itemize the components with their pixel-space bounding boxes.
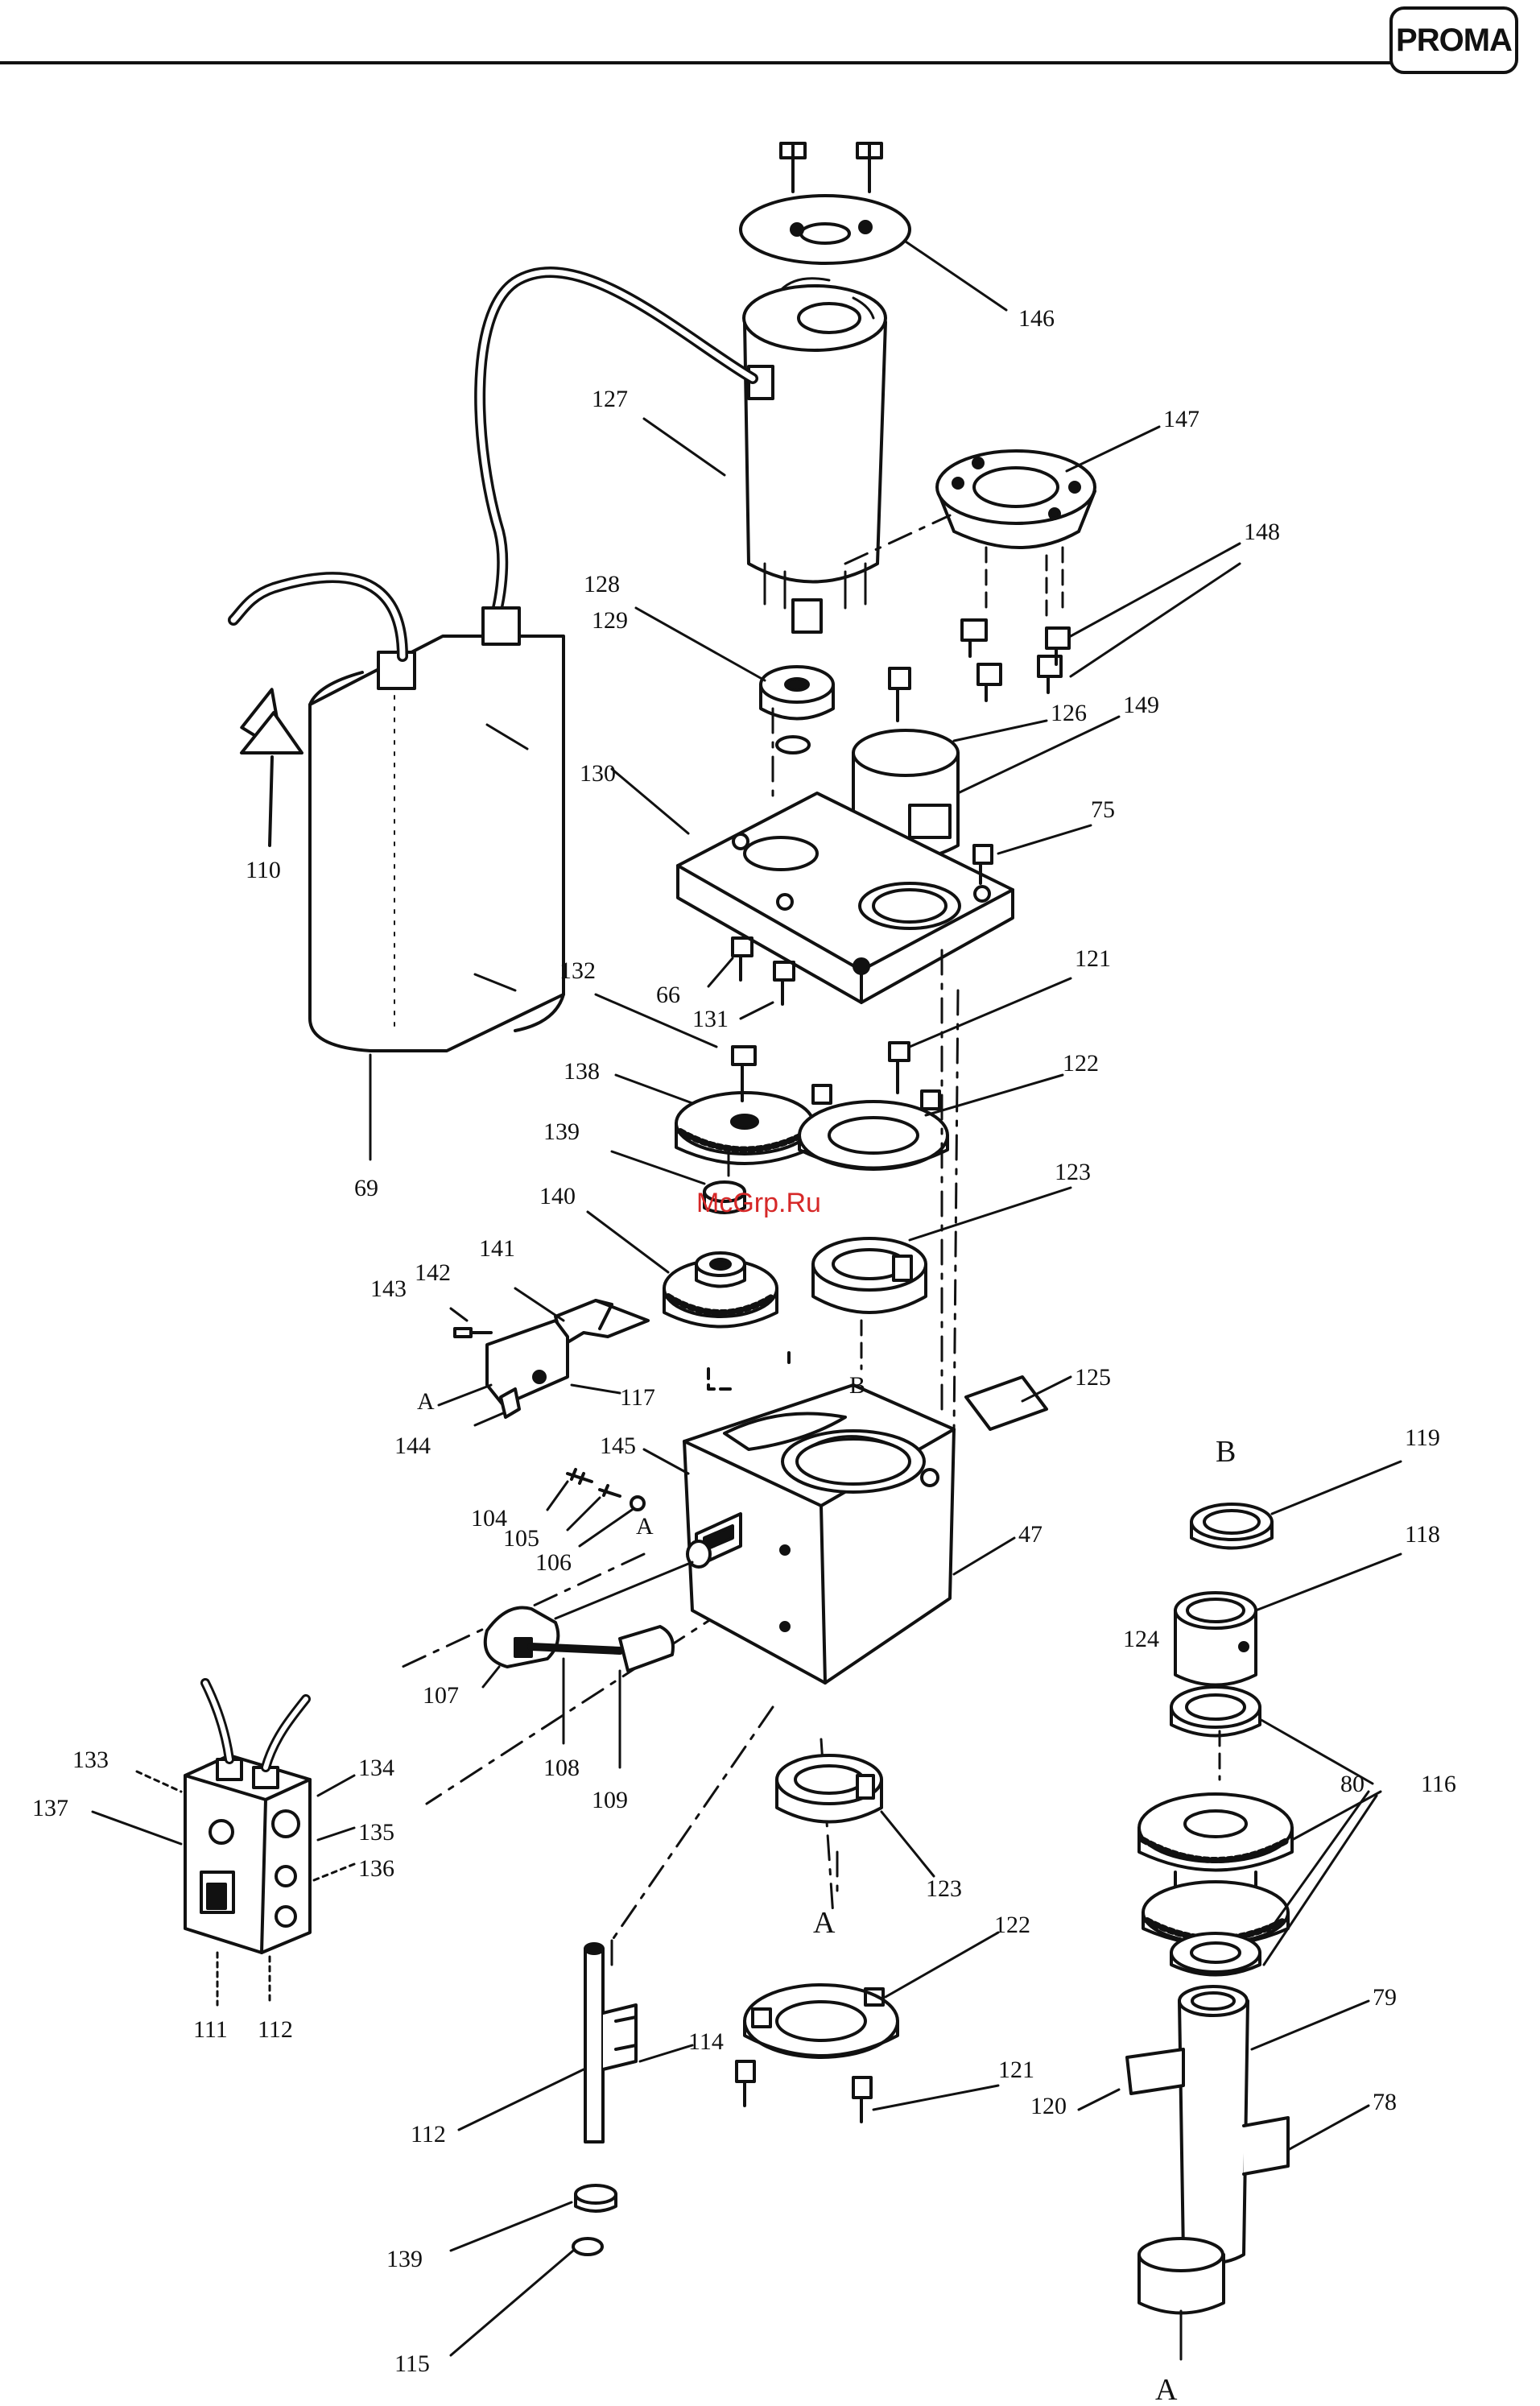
part-126: 126 [1051, 700, 1087, 726]
part-132: 132 [559, 957, 596, 984]
housing-47 [644, 1377, 1071, 1683]
part-105: 105 [503, 1525, 539, 1552]
part-142: 142 [415, 1259, 451, 1286]
watermark: McGrp.Ru [696, 1188, 821, 1218]
electric-box [93, 1683, 354, 2005]
part-141: 141 [479, 1235, 515, 1262]
part-121-bottom: 121 [998, 2057, 1034, 2083]
part-111: 111 [193, 2016, 228, 2043]
part-140: 140 [539, 1183, 576, 1209]
part-148: 148 [1244, 519, 1280, 545]
part-139-top: 139 [543, 1118, 580, 1145]
part-115: 115 [394, 2350, 430, 2377]
marker-b-spindle: B [1216, 1435, 1236, 1469]
part-109: 109 [592, 1787, 628, 1813]
part-136: 136 [358, 1855, 394, 1882]
part-129: 129 [592, 607, 628, 634]
part-131: 131 [692, 1006, 729, 1032]
part-104: 104 [471, 1505, 507, 1532]
part-128: 128 [584, 571, 620, 597]
part-122-bottom: 122 [994, 1912, 1030, 1938]
shaft-112-114 [451, 1944, 692, 2355]
part-124: 124 [1123, 1626, 1159, 1652]
part-119: 119 [1405, 1424, 1440, 1451]
part-125: 125 [1075, 1364, 1111, 1391]
part-69: 69 [354, 1175, 378, 1201]
part-108: 108 [543, 1755, 580, 1781]
top-cover-146 [741, 143, 1006, 310]
part-114: 114 [688, 2028, 724, 2055]
part-118: 118 [1405, 1521, 1440, 1548]
part-112-shaft: 112 [411, 2121, 446, 2148]
motor-127 [480, 272, 886, 632]
spindle-group [1079, 1461, 1401, 2359]
part-143: 143 [370, 1275, 407, 1302]
part-117: 117 [620, 1384, 655, 1411]
handle-107-109 [483, 1562, 692, 1767]
part-116: 116 [1421, 1771, 1456, 1797]
part-146: 146 [1018, 305, 1055, 332]
ring-122-bottom [737, 1933, 998, 2122]
part-123-bottom: 123 [926, 1875, 962, 1902]
part-130: 130 [580, 760, 616, 787]
part-144: 144 [394, 1432, 431, 1459]
part-107: 107 [423, 1682, 459, 1709]
marker-a-bracket: A [417, 1388, 435, 1415]
part-145: 145 [600, 1432, 636, 1459]
part-134: 134 [358, 1755, 394, 1781]
marker-a-spindle: A [1155, 2373, 1178, 2406]
part-112-box: 112 [258, 2016, 293, 2043]
arrow-110 [236, 689, 302, 845]
part-106: 106 [535, 1549, 572, 1576]
part-135: 135 [358, 1819, 394, 1846]
part-121-top: 121 [1075, 945, 1111, 972]
part-138-top: 138 [564, 1058, 600, 1085]
part-79: 79 [1373, 1984, 1397, 2011]
part-47: 47 [1018, 1521, 1042, 1548]
part-123-top: 123 [1055, 1159, 1091, 1185]
marker-a-ring: A [813, 1906, 836, 1940]
part-139-bottom: 139 [386, 2246, 423, 2272]
base-plate-130 [612, 769, 1091, 1019]
marker-b-housing: B [849, 1372, 865, 1399]
part-133: 133 [72, 1747, 109, 1773]
gear-140 [588, 1212, 789, 1389]
ring-123-bottom [777, 1755, 934, 1876]
flange-147 [937, 427, 1159, 616]
part-75: 75 [1091, 796, 1115, 823]
part-110: 110 [246, 857, 281, 883]
part-78: 78 [1373, 2089, 1397, 2115]
control-box-69 [233, 577, 564, 1160]
ring-122-top [799, 978, 1071, 1169]
marker-a-housing: A [636, 1513, 654, 1540]
part-66: 66 [656, 982, 680, 1008]
part-120: 120 [1030, 2093, 1067, 2119]
part-147: 147 [1163, 406, 1199, 432]
screws-148 [962, 544, 1240, 701]
part-122-top: 122 [1063, 1050, 1099, 1077]
part-137: 137 [32, 1795, 68, 1821]
pins-104-106 [547, 1470, 644, 1546]
part-149: 149 [1123, 692, 1159, 718]
part-127: 127 [592, 386, 628, 412]
part-80: 80 [1340, 1771, 1365, 1797]
